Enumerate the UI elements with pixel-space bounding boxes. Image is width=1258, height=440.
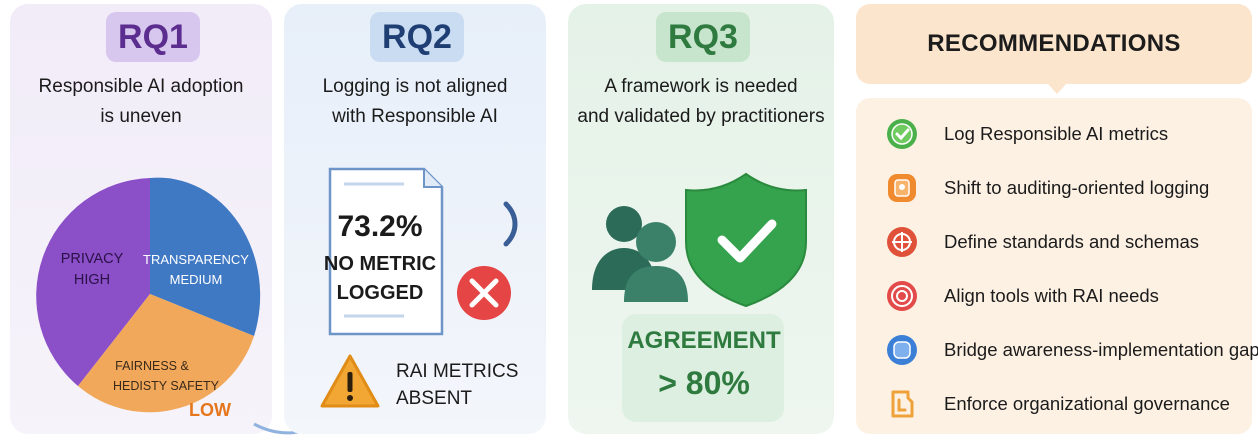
- pie-label-fairness-3: LOW: [189, 400, 231, 420]
- pie-slice-fairness: [78, 294, 254, 413]
- warning-text-line-1: RAI METRICS: [396, 361, 518, 382]
- rq3-subtitle-line: A framework is needed: [604, 76, 798, 97]
- doc-metric-value: 73.2%: [337, 210, 422, 243]
- recommendation-item: Enforce organizational governance: [856, 384, 1252, 424]
- pie-label-transparency-1: TRANSPARENCY: [143, 252, 249, 267]
- agreement-box: [622, 314, 784, 422]
- document-icon: [328, 167, 444, 336]
- doc-metric-line-3: LOGGED: [337, 282, 424, 304]
- rq1-subtitle-line: is uneven: [100, 106, 182, 127]
- recommendation-item: Align tools with RAI needs: [856, 276, 1252, 316]
- orange-audit-icon: [888, 174, 916, 202]
- rq2-subtitle-line: with Responsible AI: [332, 106, 498, 127]
- pie-label-privacy-2: HIGH: [74, 272, 110, 288]
- rq1-subtitle: Responsible AI adoption is uneven: [10, 72, 272, 132]
- recommendations-list: Log Responsible AI metrics Shift to audi…: [856, 98, 1258, 434]
- rq2-graphics: 73.2% NO METRIC LOGGED RAI METRICS ABSEN…: [320, 167, 518, 409]
- recommendations-pointer: [1048, 84, 1066, 94]
- recommendation-item: Define standards and schemas: [856, 222, 1252, 262]
- rq2-badge: RQ2: [370, 12, 464, 62]
- rq2-subtitle-line: Logging is not aligned: [322, 76, 508, 97]
- pie-label-fairness-1: FAIRNESS &: [115, 359, 189, 373]
- rq1-subtitle-line: Responsible AI adoption: [38, 76, 244, 97]
- recommendation-item: Shift to auditing-oriented logging: [856, 168, 1252, 208]
- rq1-panel: RQ1 Responsible AI adoption is uneven PR…: [10, 4, 272, 434]
- rq2-panel: RQ2 Logging is not aligned with Responsi…: [284, 4, 546, 434]
- recommendation-item: Log Responsible AI metrics: [856, 114, 1252, 154]
- blue-bridge-icon: [887, 335, 917, 365]
- shield-check-icon: [685, 172, 807, 308]
- recommendation-item: Bridge awareness-implementation gap: [856, 330, 1258, 370]
- pie-slice-transparency: [150, 177, 261, 336]
- pie-label-privacy-1: PRIVACY: [61, 251, 124, 267]
- red-schema-icon: [887, 227, 917, 257]
- people-icon: [592, 206, 688, 302]
- orange-governance-icon: [891, 390, 914, 418]
- rq3-subtitle: A framework is needed and validated by p…: [568, 72, 834, 132]
- pie-label-transparency-2: MEDIUM: [170, 272, 223, 287]
- warning-icon: [320, 354, 380, 408]
- agreement-label: AGREEMENT: [627, 327, 781, 354]
- green-check-gear-icon: [887, 119, 917, 149]
- rq1-badge: RQ1: [106, 12, 200, 62]
- agreement-value: > 80%: [658, 365, 750, 401]
- rq1-pie-chart: PRIVACY HIGH TRANSPARENCY MEDIUM FAIRNES…: [36, 177, 261, 420]
- rq3-graphics: AGREEMENT > 80%: [592, 172, 807, 422]
- recommendation-text: Log Responsible AI metrics: [944, 123, 1169, 144]
- rq3-badge: RQ3: [656, 12, 750, 62]
- red-target-icon: [887, 281, 917, 311]
- recommendation-text: Define standards and schemas: [944, 231, 1200, 252]
- recommendation-text: Bridge awareness-implementation gap: [944, 339, 1258, 360]
- rq2-subtitle: Logging is not aligned with Responsible …: [284, 72, 546, 132]
- recommendation-text: Enforce organizational governance: [944, 393, 1230, 414]
- warning-text-line-2: ABSENT: [396, 388, 472, 409]
- recommendations-header: RECOMMENDATIONS: [856, 4, 1252, 84]
- doc-metric-line-2: NO METRIC: [324, 253, 436, 275]
- recommendations-title: RECOMMENDATIONS: [927, 30, 1181, 57]
- chevron-right-icon: [503, 201, 518, 247]
- pie-slice-privacy: [36, 178, 150, 386]
- rq3-subtitle-line: and validated by practitioners: [577, 106, 825, 127]
- pie-label-fairness-2: HEDISTY SAFETY: [113, 379, 220, 393]
- recommendation-text: Align tools with RAI needs: [944, 285, 1159, 306]
- rq3-panel: RQ3 A framework is needed and validated …: [568, 4, 834, 434]
- recommendation-text: Shift to auditing-oriented logging: [944, 177, 1210, 198]
- error-x-icon: [457, 266, 511, 320]
